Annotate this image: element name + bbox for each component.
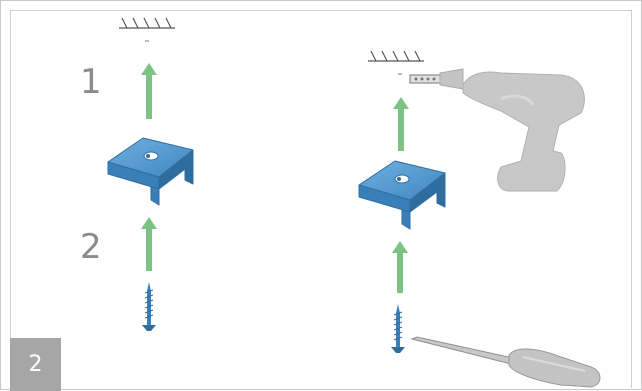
cordless-drill-icon (409, 68, 585, 192)
figure-number-badge: 2 (10, 338, 61, 391)
drill-hole-mark (145, 40, 149, 42)
screw-icon (391, 304, 405, 353)
arrow-up-icon (141, 63, 157, 119)
step-1-label: 1 (80, 62, 102, 102)
step-2-label: 2 (80, 227, 102, 267)
screwdriver-icon (410, 336, 601, 388)
mounting-clip-icon (107, 137, 194, 206)
mounting-clip-icon (358, 160, 446, 230)
ceiling-hatch-icon (119, 17, 175, 29)
arrow-up-icon (392, 241, 408, 293)
screw-icon (142, 282, 156, 331)
figure-border (10, 10, 632, 388)
arrow-up-icon (393, 97, 409, 151)
arrow-up-icon (141, 217, 157, 271)
ceiling-hatch-icon (368, 50, 424, 62)
drill-hole-mark (398, 73, 402, 75)
